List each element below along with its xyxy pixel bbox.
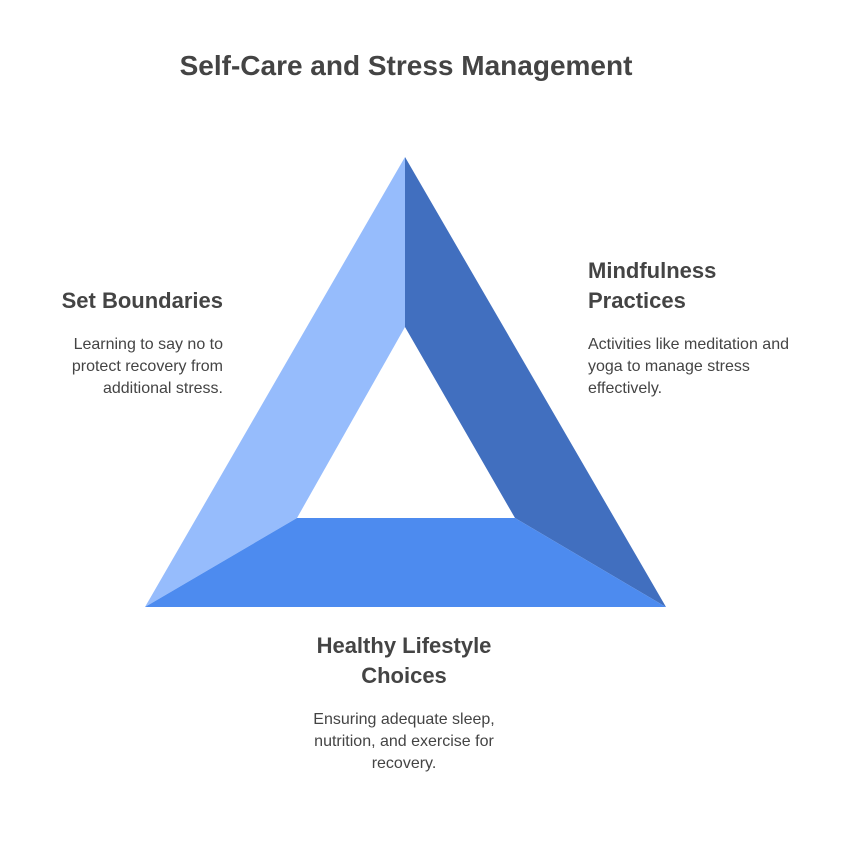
mindfulness-heading: Mindfulness Practices <box>588 258 717 313</box>
segment-healthy-lifestyle <box>145 518 666 607</box>
segment-set-boundaries <box>145 157 405 607</box>
set-boundaries-heading: Set Boundaries <box>61 288 223 313</box>
mindfulness-text: Activities like meditation and yoga to m… <box>588 336 789 397</box>
healthy-lifestyle-text: Ensuring adequate sleep, nutrition, and … <box>313 711 495 772</box>
segment-mindfulness <box>405 157 666 607</box>
page-title: Self-Care and Stress Management <box>179 50 633 81</box>
set-boundaries-text: Learning to say no to protect recovery f… <box>71 336 223 397</box>
healthy-lifestyle-heading: Healthy Lifestyle Choices <box>316 633 492 688</box>
